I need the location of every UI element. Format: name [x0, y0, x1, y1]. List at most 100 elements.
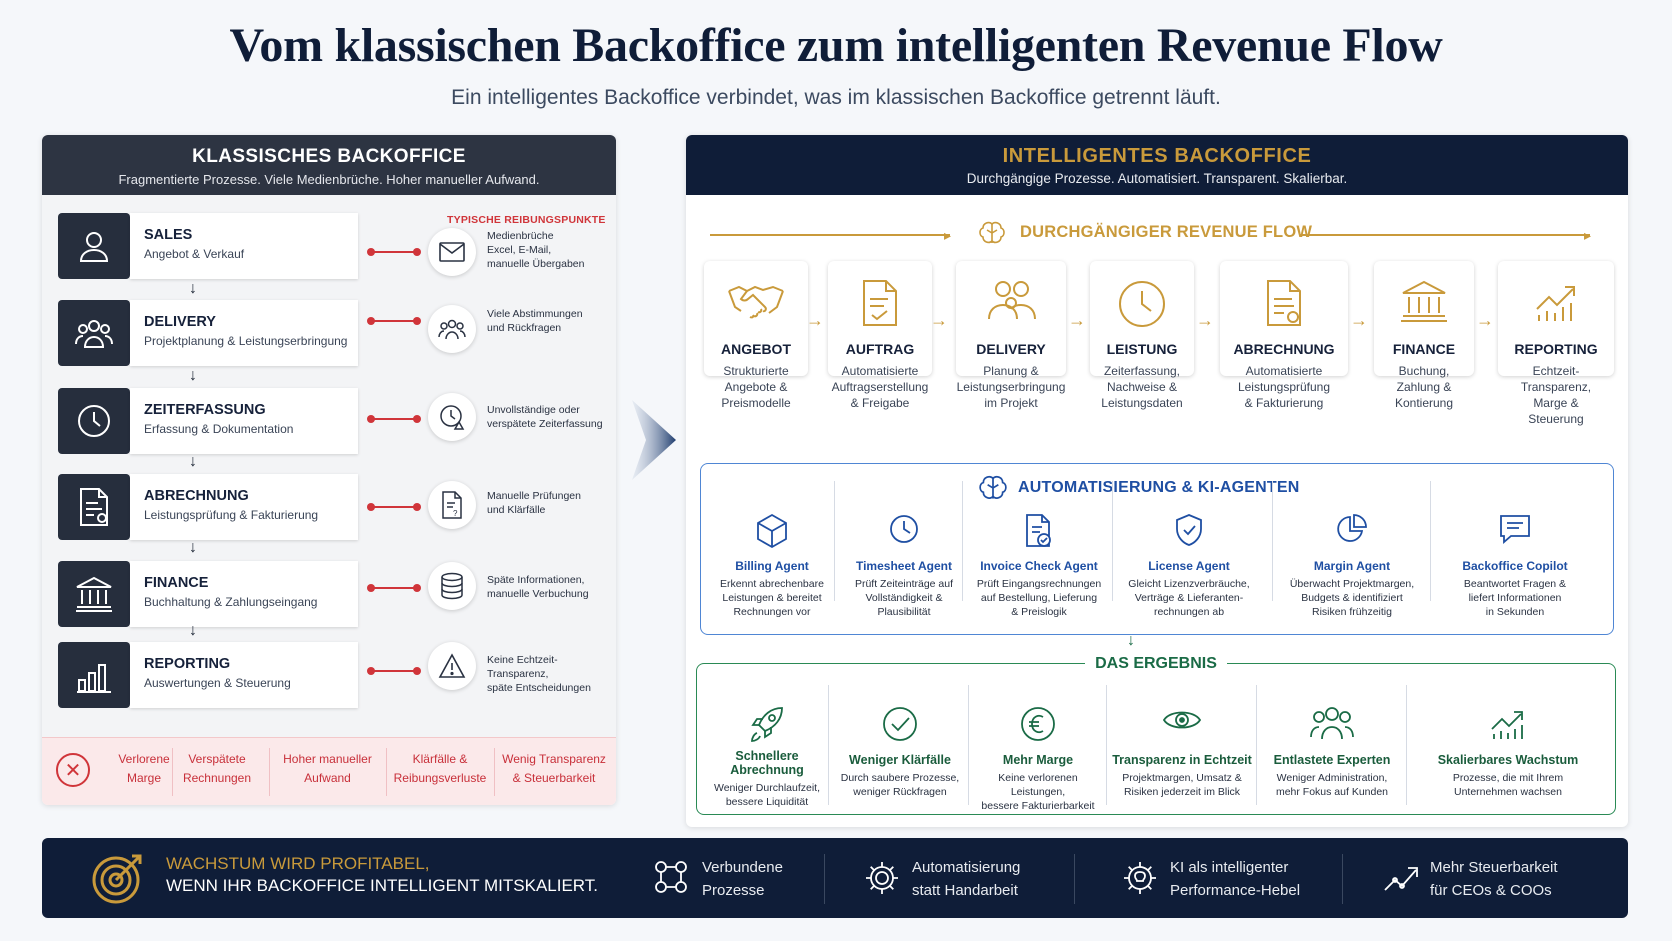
step-desc-line: Echtzeit-Transparenz, — [1520, 364, 1592, 394]
problem-line: Klärfälle & — [412, 752, 468, 766]
divider — [1406, 685, 1407, 805]
flow-step-leistung: LEISTUNG Zeiterfassung,Nachweise &Leistu… — [1090, 261, 1194, 410]
agent-desc-line: auf Bestellung, Lieferung — [980, 592, 1098, 604]
result-desc-line: bessere Liquidität — [725, 796, 809, 808]
step-desc-line: Preismodelle — [721, 396, 791, 410]
agent-desc-line: Risiken frühzeitig — [1312, 606, 1392, 618]
friction-line: Manuelle Prüfungen — [487, 490, 581, 502]
result-desc: Durch saubere Prozesse,weniger Rückfrage… — [830, 771, 970, 799]
intelligent-backoffice-panel: INTELLIGENTES BACKOFFICE Durchgängige Pr… — [686, 135, 1628, 827]
divider — [1106, 685, 1107, 805]
results-title-text: DAS ERGEBNIS — [1085, 655, 1227, 672]
classic-row-reporting: REPORTING Auswertungen & Steuerung — [58, 642, 358, 708]
arrow-right-icon: ▸ — [1584, 227, 1592, 243]
friction-connector — [367, 503, 421, 511]
agent-desc: Beantwortet Fragen &liefert Informatione… — [1432, 577, 1598, 619]
bar-chart-icon — [58, 642, 130, 708]
friction-line: Späte Informationen, — [487, 574, 585, 586]
pie-chart-icon — [1274, 513, 1430, 553]
agent-name: Timesheet Agent — [855, 559, 953, 573]
friction-text: Keine Echtzeit-Transparenz, späte Entsch… — [487, 653, 612, 695]
step-desc-line: Nachweise & — [1106, 380, 1178, 394]
result-desc-line: Projektmargen, Umsatz & — [1122, 772, 1242, 784]
step-desc-line: & Freigabe — [850, 396, 910, 410]
classic-card: ZEITERFASSUNG Erfassung & Dokumentation — [130, 388, 358, 454]
intelligent-subtitle: Durchgängige Prozesse. Automatisiert. Tr… — [966, 171, 1348, 186]
down-arrow-icon: ↓ — [189, 453, 197, 470]
friction-connector — [367, 248, 421, 256]
down-arrow-icon: ↓ — [189, 539, 197, 556]
results-title: DAS ERGEBNIS — [696, 655, 1616, 673]
problem-line: Wenig Transparenz — [502, 752, 606, 766]
classic-card: ABRECHNUNG Leistungsprüfung & Fakturieru… — [130, 474, 358, 540]
divider — [172, 748, 173, 796]
friction-line: manuelle Übergaben — [487, 258, 585, 270]
agent-desc-line: in Sekunden — [1485, 606, 1545, 618]
problem-item: Wenig Transparenz& Steuerbarkeit — [494, 750, 614, 794]
divider — [1430, 481, 1431, 601]
banner-line-1: WACHSTUM WIRD PROFITABEL, — [166, 854, 430, 873]
bottom-banner: WACHSTUM WIRD PROFITABEL, WENN IHR BACKO… — [42, 838, 1628, 918]
banner-item-line: Prozesse — [702, 882, 765, 899]
step-desc-line: Buchung, — [1398, 364, 1450, 378]
cube-icon — [708, 513, 836, 553]
problem-line: Verspätete — [188, 752, 246, 766]
bank-icon — [58, 561, 130, 627]
result-desc-line: Unternehmen wachsen — [1454, 786, 1562, 798]
classic-card: SALES Angebot & Verkauf — [130, 213, 358, 279]
down-arrow-icon: ↓ — [189, 280, 197, 297]
divider — [1112, 481, 1113, 601]
ai-gear-icon — [1122, 860, 1158, 901]
clock-icon — [58, 388, 130, 454]
classic-row-name: ABRECHNUNG — [144, 488, 249, 504]
result-entlastete-experten: Entlastete Experten Weniger Administrati… — [1258, 705, 1406, 799]
target-icon — [90, 850, 146, 911]
classic-row-finance: FINANCE Buchhaltung & Zahlungseingang — [58, 561, 358, 627]
result-desc: Weniger Durchlaufzeit,bessere Liquidität — [704, 781, 830, 809]
classic-row-desc: Angebot & Verkauf — [144, 247, 245, 261]
clock-icon — [836, 513, 972, 553]
friction-line: manuelle Verbuchung — [487, 588, 589, 600]
euro-icon — [970, 705, 1106, 745]
step-desc-line: im Projekt — [984, 396, 1038, 410]
step-desc: Echtzeit-Transparenz,Marge &Steuerung — [1498, 363, 1614, 427]
database-icon — [428, 562, 476, 610]
result-mehr-marge: Mehr Marge Keine verlorenen Leistungen,b… — [970, 705, 1106, 813]
handshake-icon — [704, 279, 808, 329]
problem-line: Aufwand — [304, 771, 351, 785]
clock-warning-icon — [428, 393, 476, 441]
agent-desc-line: Verträge & Lieferanten- — [1134, 592, 1244, 604]
classic-row-name: DELIVERY — [144, 314, 216, 330]
friction-text: Medienbrüche Excel, E-Mail, manuelle Übe… — [487, 229, 612, 271]
eye-icon — [1108, 705, 1256, 745]
result-desc: Projektmargen, Umsatz &Risiken jederzeit… — [1108, 771, 1256, 799]
step-desc: Zeiterfassung,Nachweise &Leistungsdaten — [1090, 363, 1194, 411]
transition-arrow-icon — [632, 400, 676, 485]
agent-backoffice-copilot: Backoffice Copilot Beantwortet Fragen &l… — [1432, 513, 1598, 619]
divider — [1342, 854, 1343, 904]
classic-row-desc: Auswertungen & Steuerung — [144, 676, 291, 690]
agent-desc-line: Plausibilität — [877, 606, 931, 618]
flow-title: DURCHGÄNGIGER REVENUE FLOW — [1020, 223, 1313, 241]
svg-text:?: ? — [453, 509, 458, 518]
result-desc-line: Prozesse, die mit Ihrem — [1452, 772, 1564, 784]
step-desc-line: Marge & — [1533, 396, 1579, 410]
banner-item-line: statt Handarbeit — [912, 882, 1018, 899]
result-desc-line: weniger Rückfragen — [853, 786, 947, 798]
classic-body: TYPISCHE REIBUNGSPUNKTE SALES Angebot & … — [42, 195, 616, 805]
result-name: Entlastete Experten — [1273, 753, 1391, 767]
growth-chart-icon — [1498, 279, 1614, 329]
growth-chart-icon — [1408, 705, 1608, 745]
classic-row-name: FINANCE — [144, 575, 209, 591]
result-desc-line: Weniger Administration, — [1276, 772, 1388, 784]
